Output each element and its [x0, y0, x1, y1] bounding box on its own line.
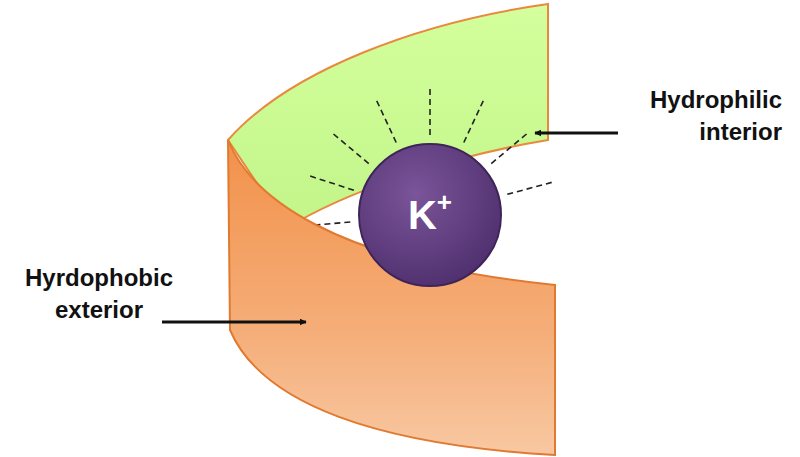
- coordination-dash: [429, 85, 431, 135]
- leader-arrow: [162, 321, 306, 324]
- coordination-dash: [464, 97, 485, 142]
- coordination-dash: [330, 131, 368, 163]
- coordination-dash: [491, 131, 529, 163]
- ion-symbol: K+: [408, 195, 452, 235]
- coordination-dash: [375, 97, 396, 142]
- callout-label: Hyrdophobic exterior: [6, 262, 192, 326]
- ion-sphere: K+: [357, 142, 503, 288]
- ion-ball: [359, 144, 501, 286]
- callout-label: Hydrophilic interior: [596, 84, 782, 148]
- coordination-dash: [306, 175, 354, 190]
- leader-arrow: [535, 132, 618, 135]
- hydrophobic-exterior-band: [228, 140, 555, 455]
- coordination-dash: [507, 181, 555, 194]
